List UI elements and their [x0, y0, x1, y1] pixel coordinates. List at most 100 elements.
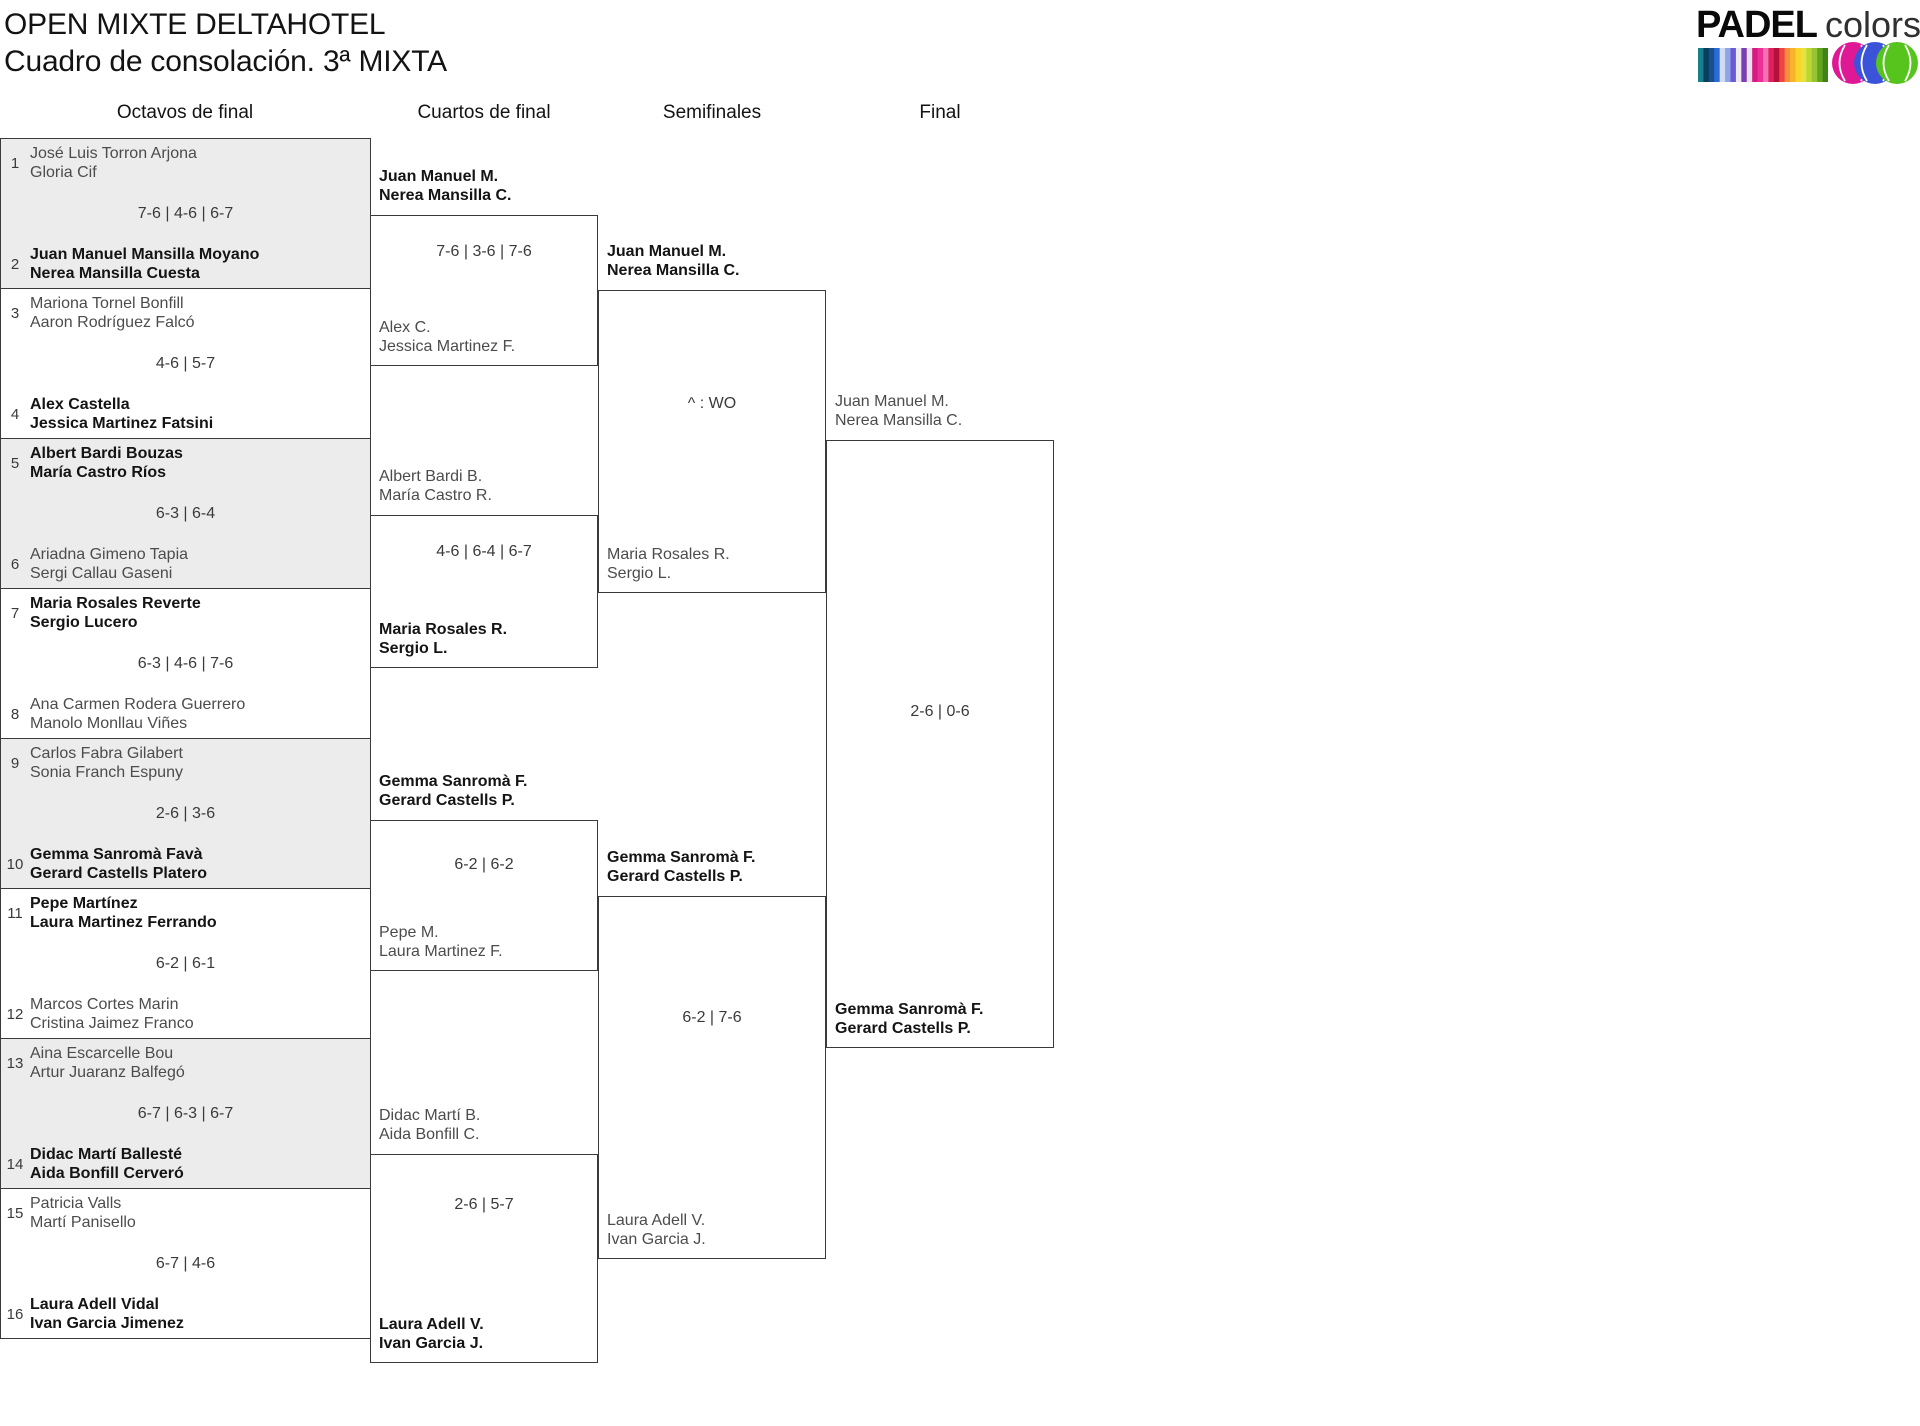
logo: PADEL colors: [1696, 4, 1920, 84]
team-name: Alex C.: [379, 319, 431, 336]
cuartos-team-bottom: Pepe M.Laura Martinez F.: [379, 923, 594, 961]
cuartos-match-score: 4-6 | 6-4 | 6-7: [436, 543, 532, 560]
logo-balls: [1832, 42, 1918, 84]
team-name: Sergi Callau Gaseni: [30, 565, 173, 582]
seed-number: 4: [10, 405, 20, 423]
team-name: Maria Rosales R.: [379, 621, 508, 638]
cuartos-team-bottom: Maria Rosales R. Sergio L.: [379, 620, 594, 658]
final-connector-box: [826, 440, 1054, 1048]
team-name: Didac Martí Ballesté: [30, 1146, 183, 1163]
semifinales-connector-box: [598, 290, 826, 593]
team-name: Nerea Mansilla Cuesta: [30, 265, 200, 282]
final-match-score: 2-6 | 0-6: [910, 703, 970, 720]
semifinales-team-top: Gemma Sanromà F. Gerard Castells P.: [607, 848, 822, 886]
team-name: Juan Manuel M.: [835, 393, 949, 410]
team-name: Sonia Franch Espuny: [30, 764, 183, 781]
team-name: Gemma Sanromà F.: [607, 849, 756, 866]
team-name: Juan Manuel Mansilla Moyano: [30, 246, 260, 263]
team-name: Albert Bardi B.: [379, 468, 483, 485]
team-name: Maria Rosales Reverte: [30, 595, 201, 612]
match-score: 2-6 | 3-6: [155, 804, 216, 822]
seed-number: 1: [10, 154, 20, 172]
team-name: Gemma Sanromà F.: [379, 773, 528, 790]
cuartos-team-bottom: Laura Adell V.Ivan Garcia J.: [379, 1315, 594, 1353]
cuartos-team-top: Gemma Sanromà F. Gerard Castells P.: [379, 772, 594, 810]
team-name: Gerard Castells P.: [607, 868, 743, 885]
logo-stripes: [1698, 48, 1828, 82]
team-name: Aida Bonfill Cerveró: [30, 1165, 184, 1182]
team-name: Aaron Rodríguez Falcó: [30, 314, 195, 331]
team-name: Gerard Castells P.: [835, 1020, 971, 1037]
seed-number: 5: [10, 454, 20, 472]
seed-number: 2: [10, 255, 20, 273]
team-name: Cristina Jaimez Franco: [30, 1015, 194, 1032]
team-name: José Luis Torron Arjona: [30, 145, 197, 162]
cuartos-match-score: 7-6 | 3-6 | 7-6: [436, 243, 532, 260]
team-name: Nerea Mansilla C.: [607, 262, 740, 279]
team-name: Laura Martinez F.: [379, 943, 503, 960]
team-name: Gerard Castells P.: [379, 792, 515, 809]
team-name: Manolo Monllau Viñes: [30, 715, 188, 732]
team-name: Gloria Cif: [30, 164, 97, 181]
team-name: Gerard Castells Platero: [30, 865, 207, 882]
tournament-title: OPEN MIXTE DELTAHOTEL: [4, 8, 386, 41]
cuartos-team-bottom: Alex C.Jessica Martinez F.: [379, 318, 594, 356]
final-team-bottom: Gemma Sanromà F.Gerard Castells P.: [835, 1000, 1050, 1038]
team-name: Albert Bardi Bouzas: [30, 445, 183, 462]
semifinales-match-score: 6-2 | 7-6: [682, 1009, 742, 1026]
team-name: Didac Martí B.: [379, 1107, 481, 1124]
cuartos-connector-box: [370, 1154, 598, 1363]
logo-brand: PADEL colors: [1696, 4, 1920, 47]
cuartos-connector-box: [370, 515, 598, 668]
team-name: Ivan Garcia J.: [607, 1231, 706, 1248]
cuartos-team-top: Albert Bardi B. María Castro R.: [379, 467, 594, 505]
team-name: Sergio L.: [607, 565, 672, 582]
seed-number: 8: [10, 705, 20, 723]
match-score: 4-6 | 5-7: [155, 354, 216, 372]
team-name: María Castro Ríos: [30, 464, 167, 481]
semifinales-team-bottom: Maria Rosales R.Sergio L.: [607, 545, 822, 583]
team-name: Sergio L.: [379, 640, 448, 657]
final-team-top: Juan Manuel M.Nerea Mansilla C.: [835, 392, 1050, 430]
team-name: Jessica Martinez Fatsini: [30, 415, 214, 432]
team-name: Patricia Valls: [30, 1195, 122, 1212]
team-name: María Castro R.: [379, 487, 492, 504]
seed-number: 15: [6, 1204, 24, 1222]
match-score: 6-3 | 4-6 | 7-6: [137, 654, 234, 672]
cuartos-team-top: Didac Martí B. Aida Bonfill C.: [379, 1106, 594, 1144]
logo-brand-bold: PADEL: [1696, 4, 1818, 46]
match-score: 7-6 | 4-6 | 6-7: [137, 204, 234, 222]
team-name: Aida Bonfill C.: [379, 1126, 480, 1143]
cuartos-match-score: 2-6 | 5-7: [454, 1196, 514, 1213]
team-name: Juan Manuel M.: [607, 243, 727, 260]
round-header-1: Cuartos de final: [417, 102, 551, 123]
team-name: Laura Adell V.: [379, 1316, 484, 1333]
team-name: Sergio Lucero: [30, 614, 138, 631]
semifinales-match-score: ^ : WO: [687, 395, 737, 412]
team-name: Gemma Sanromà Favà: [30, 846, 203, 863]
